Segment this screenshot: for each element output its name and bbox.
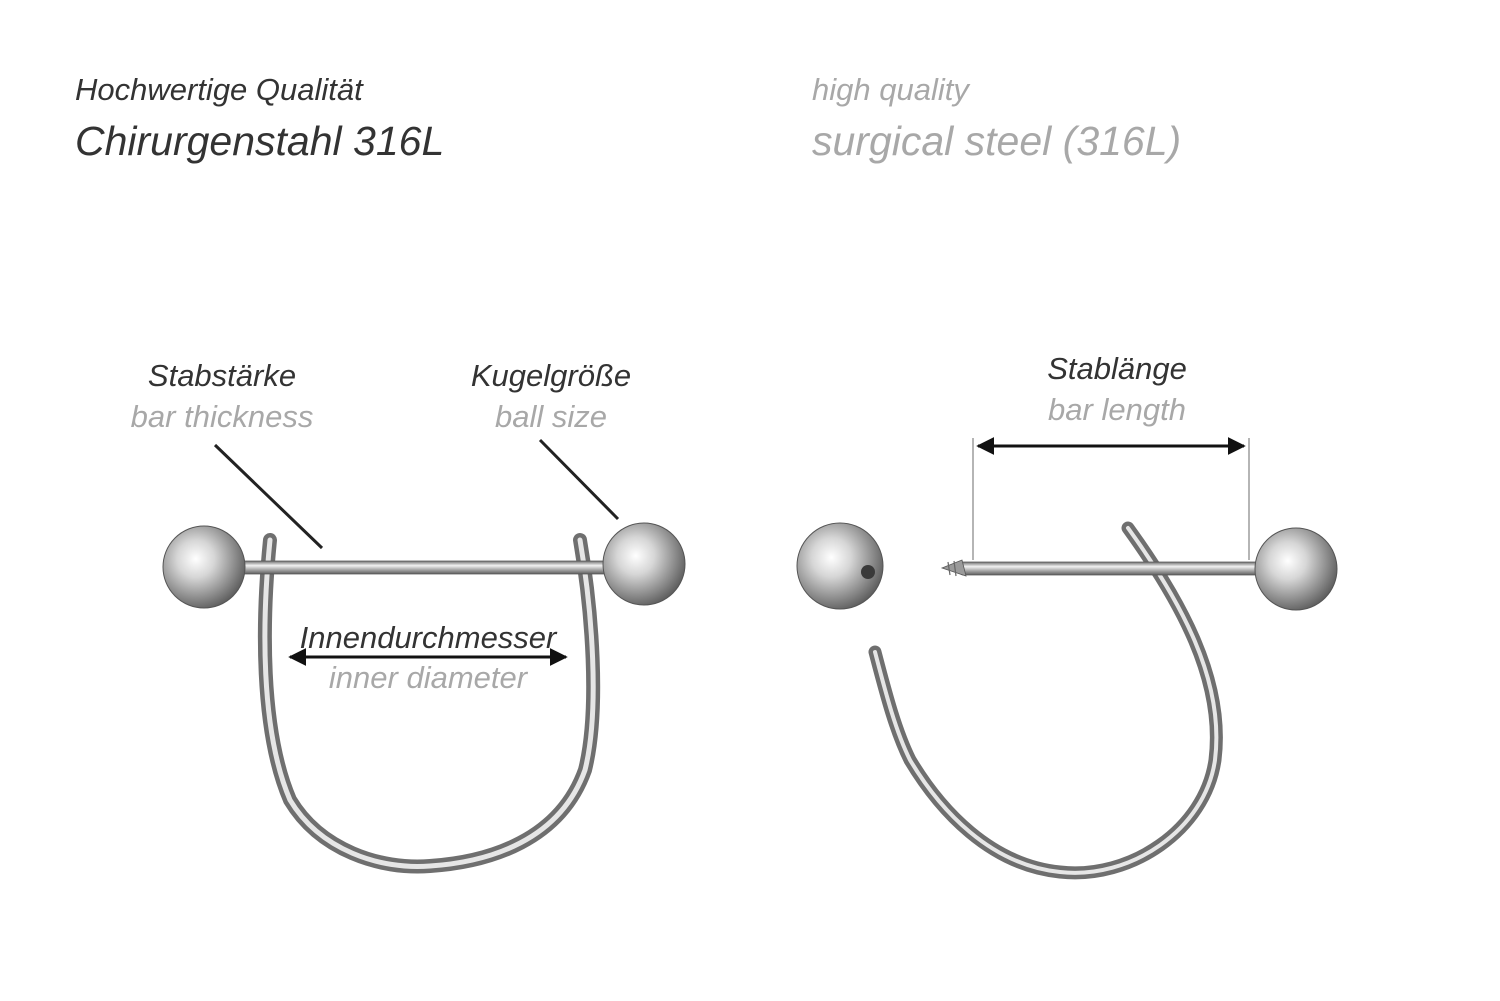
title-de-quality: Hochwertige Qualität <box>75 72 363 107</box>
label-bar-length-de: Stablänge <box>1047 351 1187 386</box>
bar-thickness-leader <box>213 443 324 550</box>
shield-piercing-assembled <box>162 522 686 874</box>
label-inner-diameter-en: inner diameter <box>328 660 528 695</box>
label-ball-size-de: Kugelgröße <box>470 358 632 393</box>
shield-piercing-disassembled <box>796 521 1338 880</box>
fixed-ball <box>1254 527 1338 611</box>
ball-right <box>602 522 686 606</box>
shield-ring <box>257 533 601 874</box>
label-bar-thickness-de: Stabstärke <box>147 358 297 393</box>
title-en-material: surgical steel (316L) <box>812 118 1182 164</box>
ball-size-leader <box>538 438 620 521</box>
label-ball-size-en: ball size <box>495 399 607 434</box>
threaded-bar <box>959 561 1261 576</box>
title-de-material: Chirurgenstahl 316L <box>75 118 445 164</box>
hook-ring <box>868 521 1223 880</box>
label-bar-length-en: bar length <box>1048 392 1186 427</box>
bar-thread-tip <box>940 559 967 577</box>
ball-left <box>162 525 246 609</box>
label-inner-diameter-de: Innendurchmesser <box>299 620 557 655</box>
label-bar-thickness-en: bar thickness <box>130 399 314 434</box>
title-en-quality: high quality <box>812 72 969 107</box>
barbell-bar <box>221 560 613 575</box>
loose-ball <box>796 522 884 610</box>
